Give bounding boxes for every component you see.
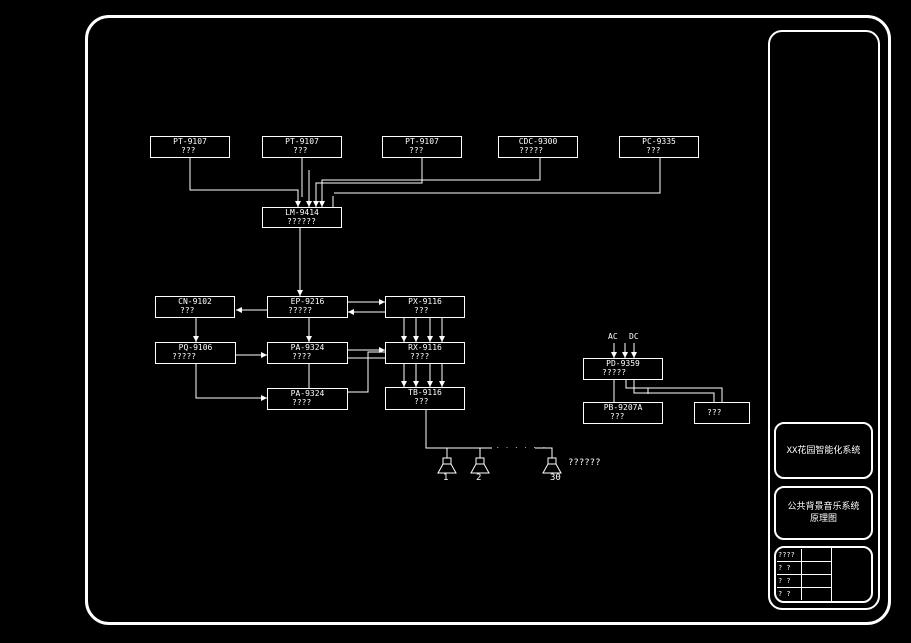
block-model: CDC-9300 <box>518 137 558 146</box>
block-model: PT-9107 <box>173 137 207 146</box>
block-tb-9116: TB-9116 ??? <box>385 387 465 410</box>
speaker-30-label: 30 <box>550 473 561 483</box>
block-model: PT-9107 <box>285 137 319 146</box>
block-desc: ????? <box>602 368 627 377</box>
project-name: XX花园智能化系统 <box>786 445 861 456</box>
dc-label: DC <box>629 332 639 341</box>
block-model: PT-9107 <box>405 137 439 146</box>
speakers <box>437 457 562 474</box>
block-desc: ??? <box>293 146 308 155</box>
block-model: PA-9324 <box>290 343 325 352</box>
speaker-2-cone-icon <box>470 463 490 474</box>
block-desc: ?????? <box>287 217 316 226</box>
block-model: TB-9116 <box>408 388 442 397</box>
drawing-frame <box>85 15 891 625</box>
grid-row: ???? <box>777 549 831 562</box>
block-desc: ??? <box>610 412 625 421</box>
block-model: CN-9102 <box>178 297 212 306</box>
grid-cell: ???? <box>777 549 802 561</box>
block-model: PA-9324 <box>290 389 325 398</box>
speaker-30-icon <box>547 457 557 465</box>
block-model: EP-9216 <box>290 297 325 306</box>
block-cn-9102: CN-9102 ??? <box>155 296 235 318</box>
block-desc: ??? <box>409 146 424 155</box>
grid-row: ? ? <box>777 575 831 588</box>
block-model: PX-9116 <box>408 297 442 306</box>
block-lm-9414: LM-9414 ?????? <box>262 207 342 228</box>
block-desc: ??? <box>181 146 196 155</box>
block-rx-9116: RX-9116 ???? <box>385 342 465 364</box>
block-model: PD-9359 <box>606 359 640 368</box>
block-desc: ???? <box>292 352 312 361</box>
block-desc: ????? <box>288 306 313 315</box>
block-model: RX-9116 <box>408 343 442 352</box>
block-pa-9324-a: PA-9324 ???? <box>267 342 348 364</box>
grid-cell: ? ? <box>777 588 802 600</box>
grid-row: ? ? <box>777 562 831 575</box>
speaker-group-label: ?????? <box>568 458 601 468</box>
signature-panel <box>774 546 873 603</box>
drawing-title-line1: 公共背景音乐系统 <box>787 502 860 512</box>
speaker-ellipsis: . . . . . . <box>496 443 547 450</box>
block-desc: ???? <box>292 398 312 407</box>
connection-lines <box>189 158 723 458</box>
speaker-2-label: 2 <box>476 473 482 483</box>
block-pt-9107-c: PT-9107 ??? <box>382 136 462 158</box>
block-model: PB-9207A <box>603 403 643 412</box>
block-pa-9324-b: PA-9324 ???? <box>267 388 348 410</box>
block-desc: ????? <box>519 146 544 155</box>
block-cdc-9300: CDC-9300 ????? <box>498 136 578 158</box>
block-px-9116: PX-9116 ??? <box>385 296 465 318</box>
speaker-30-cone-icon <box>542 463 562 474</box>
speaker-1-label: 1 <box>443 473 449 483</box>
block-unknown: ??? <box>694 402 750 424</box>
block-desc: ??? <box>646 146 661 155</box>
drawing-title-panel: 公共背景音乐系统 原理图 <box>774 486 873 540</box>
drawing-title-line2: 原理图 <box>809 514 837 524</box>
block-desc: ??? <box>414 397 429 406</box>
speaker-1-icon <box>442 457 452 465</box>
arrowheads <box>193 201 637 401</box>
block-model: PQ-9106 <box>178 343 213 352</box>
block-desc: ??? <box>414 306 429 315</box>
block-pt-9107-b: PT-9107 ??? <box>262 136 342 158</box>
block-model: LM-9414 <box>285 208 319 217</box>
block-pb-9207a: PB-9207A ??? <box>583 402 663 424</box>
ac-label: AC <box>608 332 618 341</box>
speaker-1-cone-icon <box>437 463 457 474</box>
grid-row: ? ? <box>777 588 831 600</box>
grid-divider <box>831 546 832 601</box>
signature-grid: ???? ? ? ? ? ? ? <box>777 549 831 600</box>
title-block-column <box>768 30 880 610</box>
block-model: PC-9335 <box>642 137 676 146</box>
block-desc: ???? <box>410 352 430 361</box>
block-model: ??? <box>707 408 722 417</box>
block-pd-9359: PD-9359 ????? <box>583 358 663 380</box>
block-pc-9335: PC-9335 ??? <box>619 136 699 158</box>
block-ep-9216: EP-9216 ????? <box>267 296 348 318</box>
block-pq-9106: PQ-9106 ????? <box>155 342 236 364</box>
grid-cell: ? ? <box>777 575 802 587</box>
block-pt-9107-a: PT-9107 ??? <box>150 136 230 158</box>
block-desc: ??? <box>180 306 195 315</box>
project-name-panel: XX花园智能化系统 <box>774 422 873 479</box>
grid-cell: ? ? <box>777 562 802 574</box>
speaker-2-icon <box>475 457 485 465</box>
block-desc: ????? <box>172 352 197 361</box>
